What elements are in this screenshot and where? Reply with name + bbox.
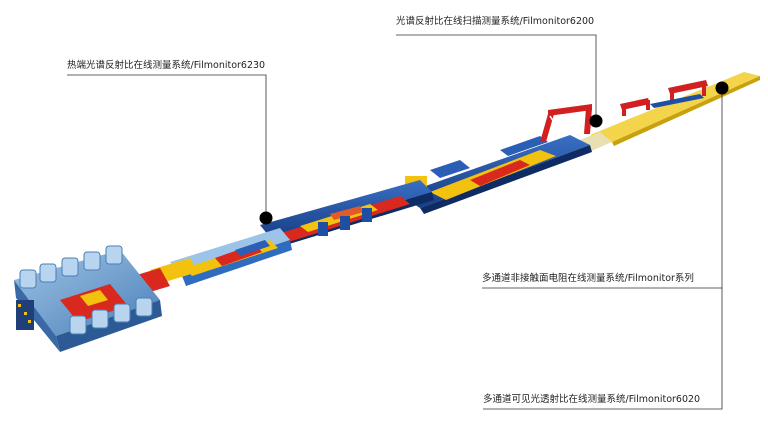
leader-lines bbox=[67, 34, 723, 410]
melting-furnace bbox=[14, 245, 162, 352]
leader-transmission bbox=[483, 288, 723, 410]
callout-scan-label: 光谱反射比在线扫描测量系统/Filmonitor6200 bbox=[396, 16, 595, 27]
marker-thermal bbox=[259, 211, 273, 225]
callout-thermal-label: 热端光谱反射比在线测量系统/Filmonitor6230 bbox=[67, 60, 266, 71]
callout-resistance-label: 多通道非接触面电阻在线测量系统/Filmonitor系列 bbox=[482, 273, 694, 284]
marker-end bbox=[715, 81, 729, 95]
scanning-gantry bbox=[540, 104, 592, 142]
callout-transmission-label: 多通道可见光透射比在线测量系统/Filmonitor6020 bbox=[483, 394, 701, 405]
coating-section bbox=[260, 180, 434, 248]
conveyor-mid-section bbox=[400, 135, 592, 214]
marker-scan bbox=[589, 114, 603, 128]
leader-thermal bbox=[67, 74, 267, 218]
inspection-frames bbox=[620, 80, 708, 116]
hot-end-section bbox=[170, 228, 292, 286]
leader-resistance bbox=[482, 88, 723, 289]
leader-scan bbox=[396, 34, 597, 121]
